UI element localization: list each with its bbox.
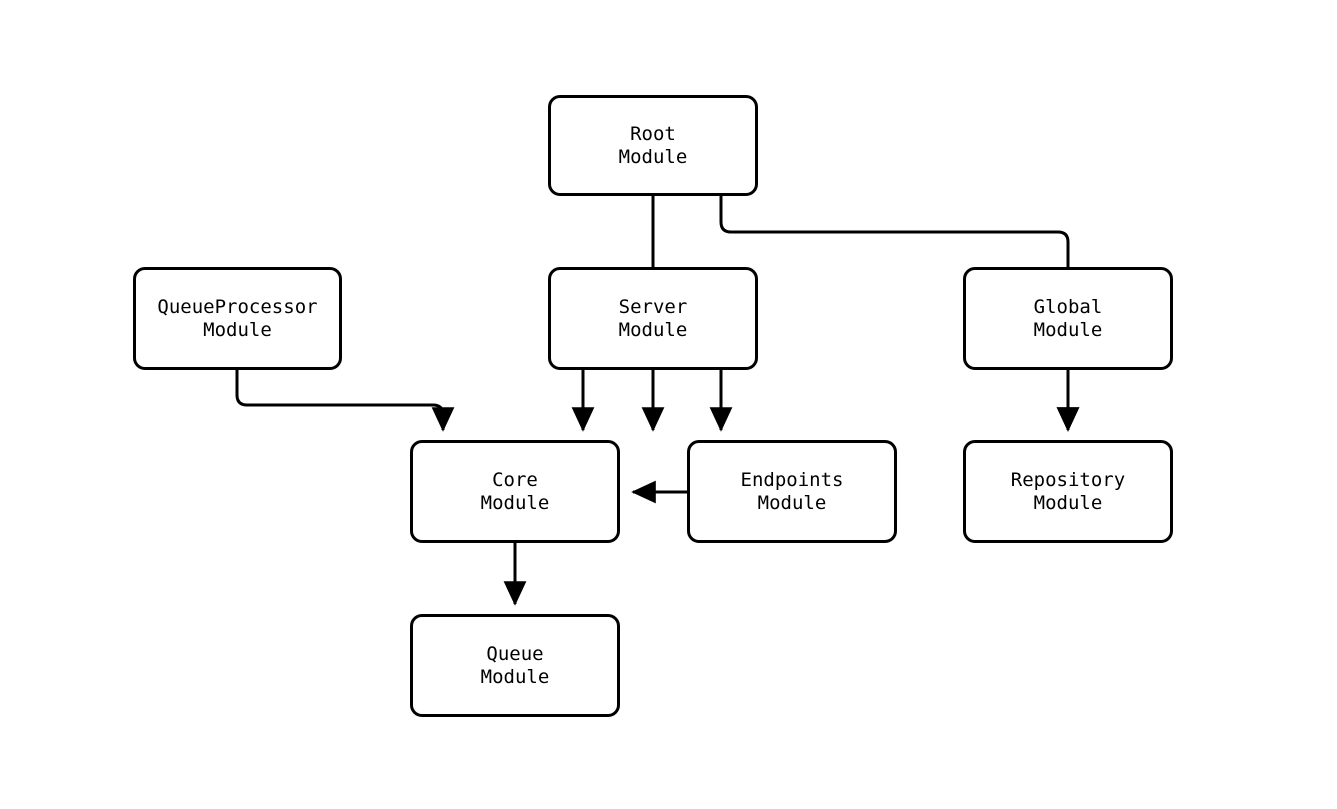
node-queue-module-label: Queue Module [480,642,550,688]
node-endpoints-module-label: Endpoints Module [740,468,844,514]
edge-queueprocessor-to-core [235,370,455,432]
node-queueprocessor-module-label: QueueProcessor Module [157,295,318,341]
node-repository-module-label: Repository Module [1010,468,1126,514]
node-core-module-label: Core Module [480,468,550,514]
node-repository-module[interactable]: Repository Module [963,440,1173,543]
node-root-module-label: Root Module [618,122,688,168]
node-endpoints-module[interactable]: Endpoints Module [687,440,897,543]
node-global-module-label: Global Module [1033,295,1103,341]
node-queue-module[interactable]: Queue Module [410,614,620,717]
node-server-module-label: Server Module [618,295,688,341]
node-queueprocessor-module[interactable]: QueueProcessor Module [133,267,342,370]
node-server-module[interactable]: Server Module [548,267,758,370]
node-root-module[interactable]: Root Module [548,95,758,196]
node-global-module[interactable]: Global Module [963,267,1173,370]
node-core-module[interactable]: Core Module [410,440,620,543]
